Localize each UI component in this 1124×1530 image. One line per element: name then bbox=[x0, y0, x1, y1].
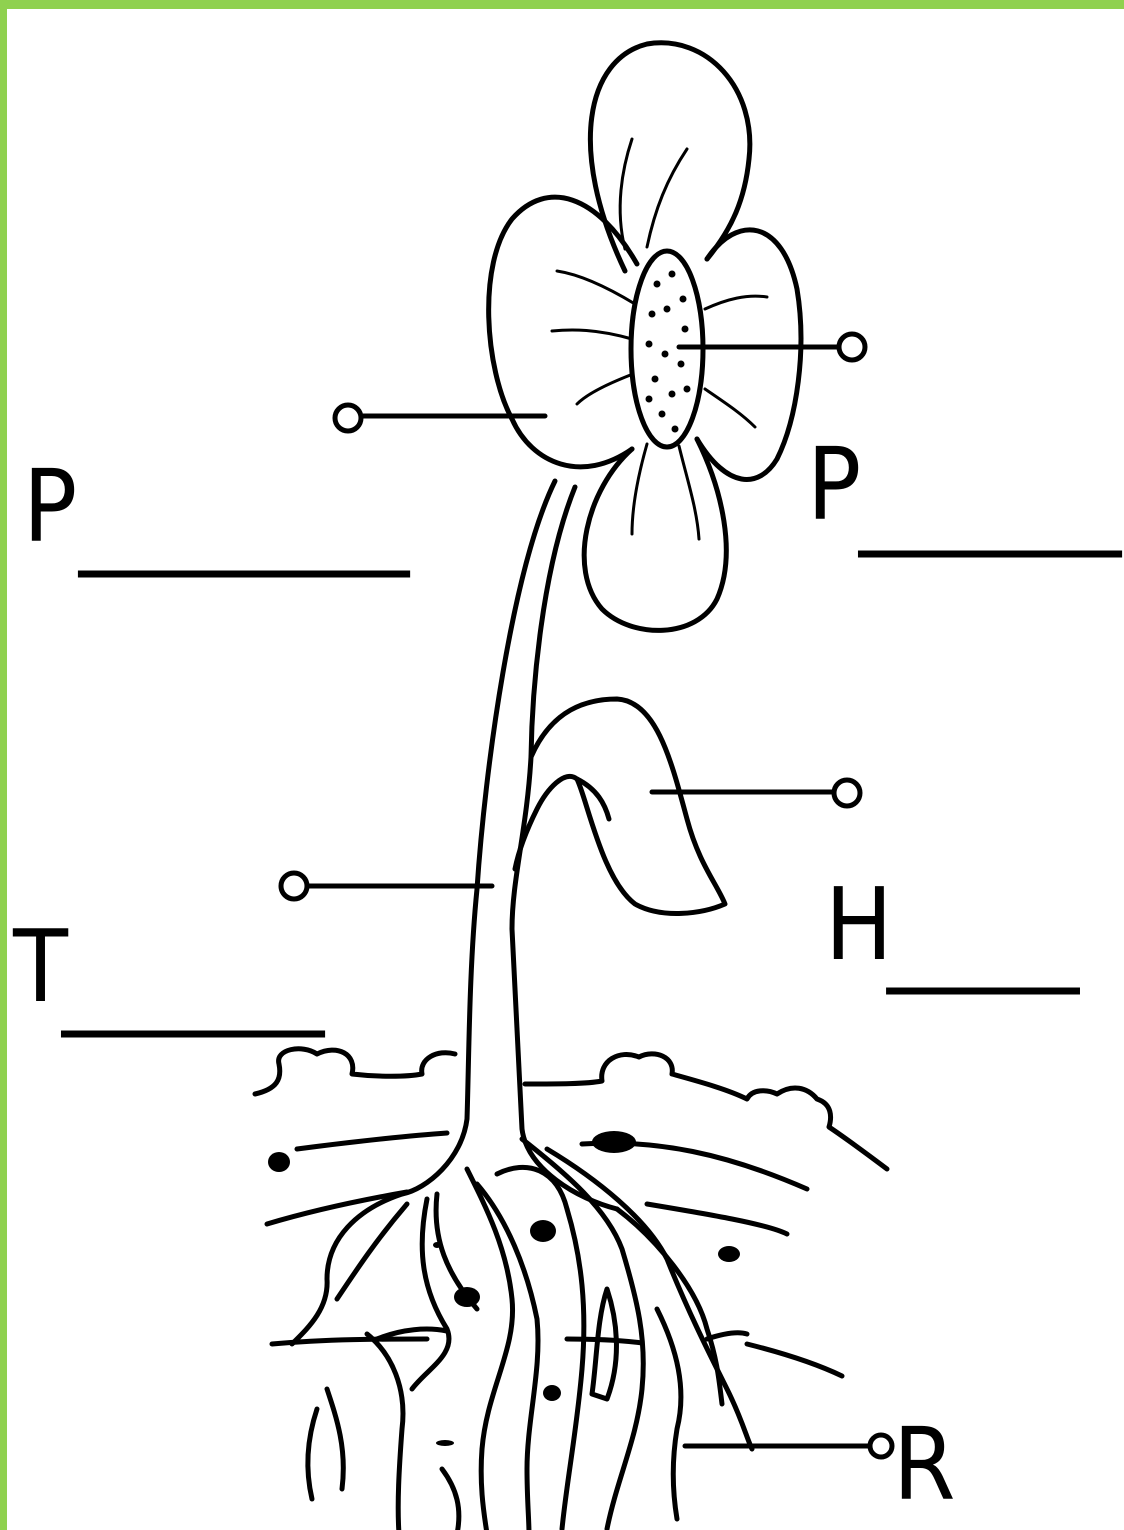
plant-diagram: P ______ P _____ T _____ H ____ R ___ bbox=[7, 9, 1124, 1530]
pointer-dot-petal bbox=[335, 405, 361, 431]
stem-left-edge bbox=[402, 481, 555, 1194]
label-root-letter: R bbox=[893, 1406, 956, 1523]
pointer-dot-leaf bbox=[834, 780, 860, 806]
petal-left bbox=[489, 197, 637, 467]
label-stem-blank: _____ bbox=[61, 921, 325, 1038]
label-stem-letter: T bbox=[12, 908, 69, 1025]
pointer-dot-pollen bbox=[839, 334, 865, 360]
petal-right bbox=[697, 230, 801, 480]
flower bbox=[489, 43, 801, 631]
leaf bbox=[515, 699, 725, 913]
soil bbox=[255, 1049, 887, 1376]
petal-bottom bbox=[584, 439, 726, 630]
label-petal-blank: ______ bbox=[78, 461, 410, 578]
pointer-dot-root bbox=[870, 1435, 892, 1457]
label-pollen-letter: P bbox=[807, 426, 861, 543]
label-leaf-letter: H bbox=[825, 866, 893, 983]
answer-labels: P ______ P _____ T _____ H ____ R ___ bbox=[12, 426, 1124, 1530]
label-root-blank: ___ bbox=[950, 1421, 1124, 1530]
label-leaf-blank: ____ bbox=[886, 878, 1080, 995]
roots bbox=[292, 1139, 752, 1530]
label-petal-letter: P bbox=[23, 448, 77, 565]
leaf-outline bbox=[515, 699, 725, 913]
center-dots bbox=[646, 271, 691, 433]
soil-pebbles bbox=[268, 1131, 740, 1446]
pointer-dot-stem bbox=[281, 873, 307, 899]
stem bbox=[402, 481, 617, 1209]
label-pollen-blank: _____ bbox=[858, 441, 1122, 558]
